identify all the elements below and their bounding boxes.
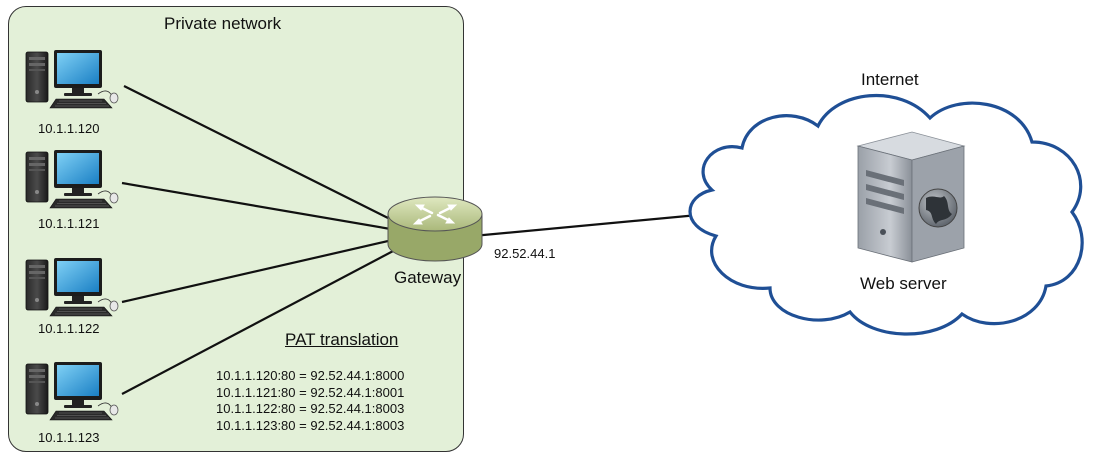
- desktop-computer-icon: [25, 149, 119, 209]
- gateway-public-ip: 92.52.44.1: [494, 246, 556, 261]
- connection-lines: [121, 85, 699, 395]
- link-host-120: [123, 85, 413, 231]
- private-network-title: Private network: [164, 14, 282, 33]
- link-host-123: [121, 239, 415, 395]
- internet-label: Internet: [861, 70, 919, 89]
- pat-row: 10.1.1.122:80 = 92.52.44.1:8003: [216, 401, 405, 416]
- pat-row: 10.1.1.121:80 = 92.52.44.1:8001: [216, 384, 405, 400]
- host-ip-label: 10.1.1.120: [38, 121, 100, 136]
- host-ip-label: 10.1.1.121: [38, 216, 100, 231]
- link-gateway-internet: [461, 213, 699, 239]
- router-icon: [387, 196, 483, 262]
- pat-row: 10.1.1.120:80 = 92.52.44.1:8000: [216, 368, 405, 383]
- link-host-121: [121, 181, 409, 234]
- pat-translation-table: 10.1.1.120:80 = 92.52.44.1:8000 10.1.1.1…: [216, 368, 404, 434]
- web-server-label: Web server: [860, 274, 947, 293]
- host-ip-label: 10.1.1.123: [38, 430, 100, 445]
- server-icon: [856, 131, 966, 263]
- desktop-computer-icon: [25, 49, 119, 109]
- gateway-label: Gateway: [394, 268, 462, 287]
- pat-translation-title: PAT translation: [285, 330, 399, 349]
- link-host-122: [121, 234, 411, 304]
- desktop-computer-icon: [25, 257, 119, 317]
- desktop-computer-icon: [25, 361, 119, 421]
- host-ip-label: 10.1.1.122: [38, 321, 100, 336]
- pat-row: 10.1.1.123:80 = 92.52.44.1:8003: [216, 417, 405, 433]
